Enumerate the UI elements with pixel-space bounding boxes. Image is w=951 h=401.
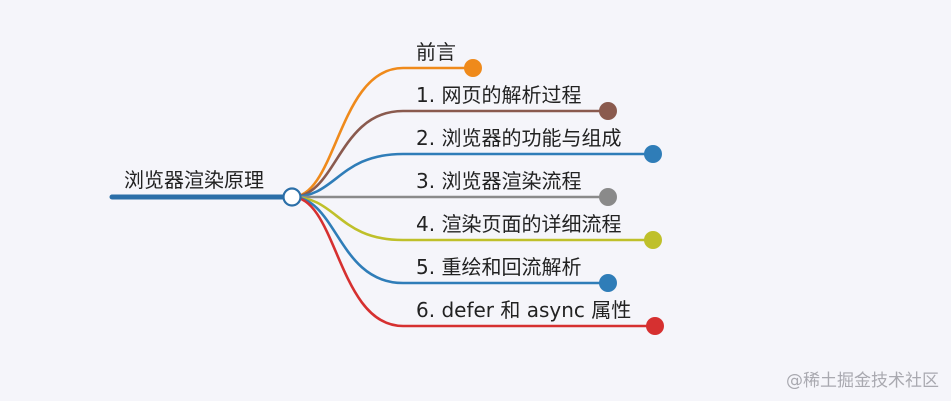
branch-label-1[interactable]: 1. 网页的解析过程 [416, 83, 582, 107]
branch-label-6[interactable]: 6. defer 和 async 属性 [416, 298, 632, 322]
branch-lines [290, 66, 657, 328]
branch-end-dot-5[interactable] [599, 274, 617, 292]
branch-end-dot-4[interactable] [644, 231, 662, 249]
branch-end-dot-3[interactable] [599, 188, 617, 206]
branch-label-preface[interactable]: 前言 [416, 40, 456, 64]
branch-connector-preface [290, 66, 475, 199]
branch-dots [464, 59, 664, 335]
root-collapse-toggle[interactable] [282, 187, 302, 207]
branch-label-2[interactable]: 2. 浏览器的功能与组成 [416, 126, 622, 150]
branch-connector-1 [290, 109, 610, 199]
branch-end-dot-1[interactable] [599, 102, 617, 120]
branch-connector-6 [290, 195, 657, 328]
root-topic-label[interactable]: 浏览器渲染原理 [124, 168, 264, 192]
branch-end-dot-6[interactable] [646, 317, 664, 335]
branch-connector-2 [290, 152, 655, 199]
branch-label-5[interactable]: 5. 重绘和回流解析 [416, 255, 582, 279]
branch-connector-5 [290, 195, 610, 285]
branch-end-dot-preface[interactable] [464, 59, 482, 77]
branch-end-dot-2[interactable] [644, 145, 662, 163]
watermark: @稀土掘金技术社区 [786, 371, 939, 391]
branch-label-3[interactable]: 3. 浏览器渲染流程 [416, 169, 582, 193]
branch-connector-4 [290, 195, 655, 242]
branch-label-4[interactable]: 4. 渲染页面的详细流程 [416, 212, 622, 236]
